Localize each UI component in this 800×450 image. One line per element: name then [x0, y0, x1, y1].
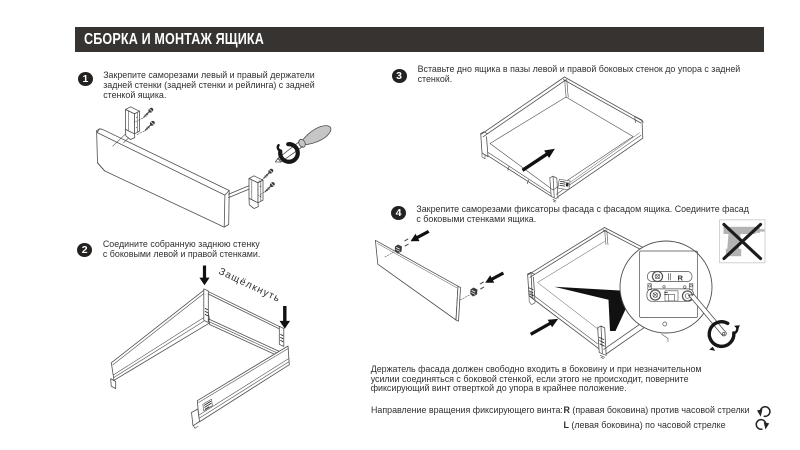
svg-text:R: R	[678, 273, 684, 282]
